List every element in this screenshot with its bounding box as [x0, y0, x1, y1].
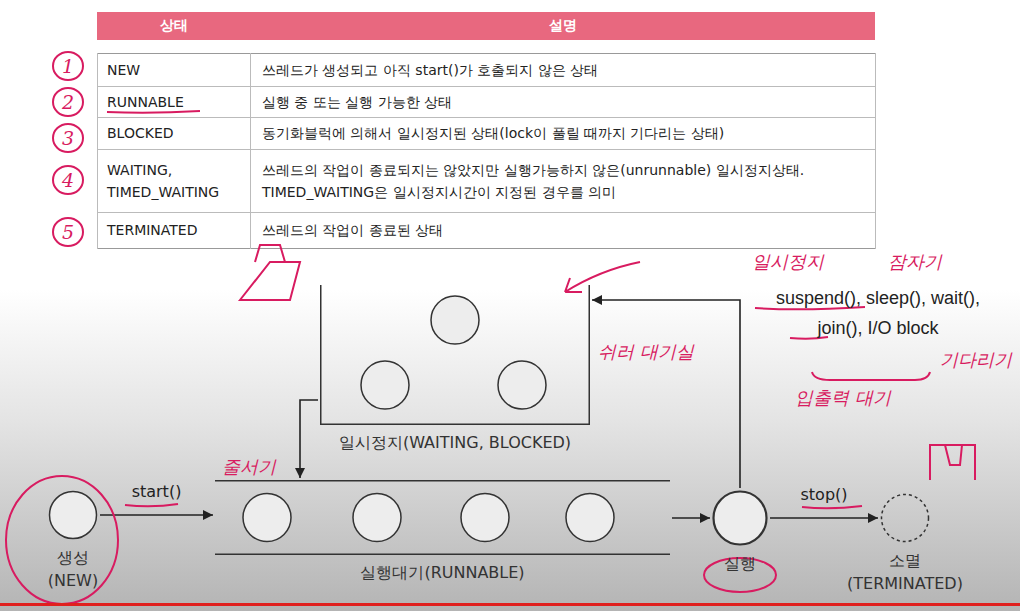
table-line — [97, 248, 875, 249]
thread-circle — [566, 494, 614, 542]
state-arrow — [770, 513, 878, 523]
callout-number: 5 — [55, 220, 81, 244]
number-circle — [53, 124, 83, 152]
table-cell: 실행 중 또는 실행 가능한 상태 — [262, 86, 870, 117]
table-line — [97, 53, 875, 54]
underline — [107, 111, 200, 113]
thread-circle — [431, 296, 479, 344]
arrow-head — [295, 468, 305, 478]
arrow-line — [100, 514, 213, 516]
callout-number: 4 — [55, 168, 81, 192]
table-line — [97, 86, 875, 87]
state-circle: 생성 (NEW) — [48, 490, 98, 540]
arrow-head — [203, 510, 213, 520]
hand-sketch — [240, 245, 300, 300]
callout-number: 1 — [55, 54, 81, 78]
thread-circle — [243, 494, 291, 542]
state-label: 실행대기(RUNNABLE) — [360, 561, 524, 584]
handwritten-note: 줄서기 — [222, 455, 276, 479]
shape-outline — [320, 285, 590, 425]
state-label: 실행 — [708, 552, 772, 575]
table-line — [97, 212, 875, 213]
edge-label: start() — [132, 482, 182, 501]
shape-outline — [712, 490, 768, 546]
table-header — [97, 12, 875, 40]
handwritten-note: 쉬러 대기실 — [598, 340, 694, 364]
thread-circle — [461, 494, 509, 542]
thread-circle — [498, 361, 546, 409]
callout-number: 2 — [55, 90, 81, 114]
table-line — [250, 53, 251, 249]
table-line — [875, 53, 876, 249]
underline — [125, 504, 178, 506]
number-circle — [53, 88, 83, 116]
table-line — [97, 53, 98, 249]
arrow-line — [300, 400, 318, 478]
waiting-box: 일시정지(WAITING, BLOCKED) — [320, 285, 590, 425]
box-outline — [321, 285, 590, 424]
progress-bar — [0, 603, 1020, 606]
shape-outline — [215, 480, 670, 555]
circle-outline — [714, 492, 767, 545]
shape-outline — [48, 490, 98, 540]
circle-outline — [50, 492, 97, 539]
state-arrow — [295, 400, 318, 478]
thread-circle — [361, 361, 409, 409]
state-circle: 소멸 (TERMINATED) — [880, 493, 930, 543]
arrow-head — [592, 295, 602, 305]
table-cell: 동기화블럭에 의해서 일시정지된 상태(lock이 풀릴 때까지 기다리는 상태… — [262, 117, 870, 149]
callout-number: 3 — [55, 126, 81, 150]
state-arrow — [672, 513, 710, 523]
state-label: 생성 (NEW) — [41, 546, 105, 592]
table-cell: TERMINATED — [107, 212, 247, 248]
running-circle: 실행 — [712, 490, 768, 546]
number-circle — [53, 166, 83, 194]
table-cell: 쓰레드의 작업이 종료되지는 않았지만 실행가능하지 않은(unrunnable… — [262, 149, 870, 212]
arrow-head — [700, 513, 710, 523]
number-circle — [53, 52, 83, 80]
bracket — [812, 372, 930, 380]
hand-sketch — [930, 445, 975, 480]
table-cell: RUNNABLE — [107, 86, 247, 117]
table-header-cell: 설명 — [250, 12, 875, 40]
arrow-line — [770, 517, 878, 519]
thread-circle — [353, 494, 401, 542]
table-header-cell: 상태 — [97, 12, 250, 40]
number-circle — [53, 218, 83, 246]
state-label: 일시정지(WAITING, BLOCKED) — [339, 431, 571, 454]
table-cell: 쓰레드의 작업이 종료된 상태 — [262, 212, 870, 248]
edge-label: stop() — [800, 485, 847, 504]
circle-outline — [882, 495, 929, 542]
state-arrow — [100, 510, 213, 520]
handwritten-note: 잠자기 — [888, 250, 942, 274]
table-cell: 쓰레드가 생성되고 아직 start()가 호출되지 않은 상태 — [262, 53, 870, 86]
queue-band: 실행대기(RUNNABLE) — [215, 480, 670, 555]
table-cell: NEW — [107, 53, 247, 86]
underline — [802, 506, 862, 508]
method-list: suspend(), sleep(), wait(), join(), I/O … — [763, 283, 993, 343]
handwritten-note: 일시정지 — [752, 250, 824, 274]
shape-outline — [880, 493, 930, 543]
state-arrow — [592, 295, 740, 488]
arrow-line — [592, 300, 740, 488]
arrow-head — [868, 513, 878, 523]
table-line — [97, 149, 875, 150]
hand-arrow — [565, 262, 640, 292]
table-line — [97, 117, 875, 118]
table-cell: WAITING, TIMED_WAITING — [107, 149, 247, 212]
state-label: 소멸 (TERMINATED) — [840, 549, 970, 595]
hand-circle — [6, 476, 118, 604]
handwritten-note: 기다리기 — [940, 348, 1012, 372]
table-cell: BLOCKED — [107, 117, 247, 149]
handwritten-note: 입출력 대기 — [795, 386, 891, 410]
